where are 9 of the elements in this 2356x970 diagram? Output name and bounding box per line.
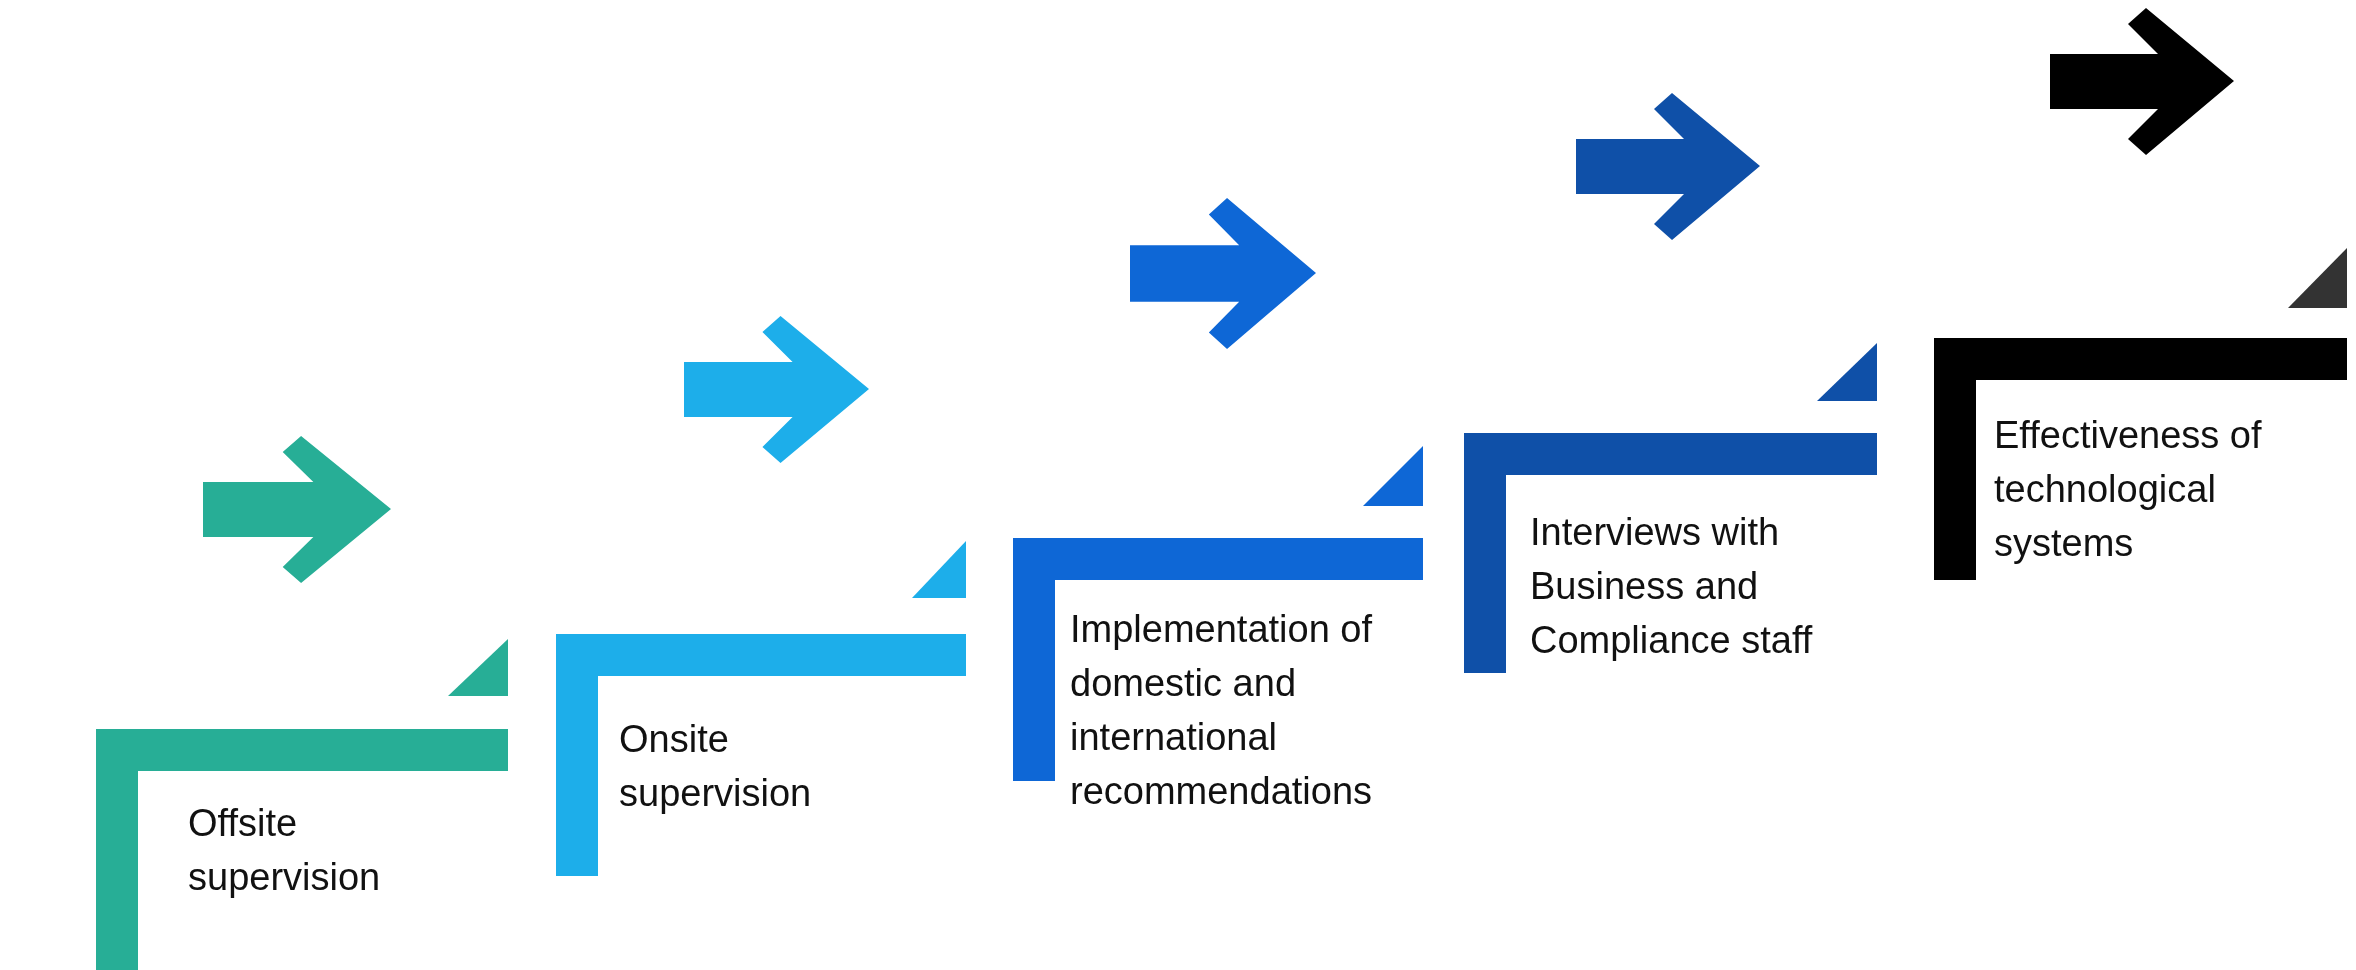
step-label: Effectiveness of technological systems [1994,413,2263,566]
step-label: Onsite supervision [619,717,813,816]
step-bracket [96,729,508,970]
step-label: Implementation of domestic and international recommendations [1070,607,1374,814]
step-label: Offsite supervision [188,801,382,900]
step-bracket [556,634,966,876]
step-label: Interviews with Business and Compliance staff [1530,510,1814,663]
step-bracket [1934,338,2347,580]
step-bracket [1464,433,1877,673]
